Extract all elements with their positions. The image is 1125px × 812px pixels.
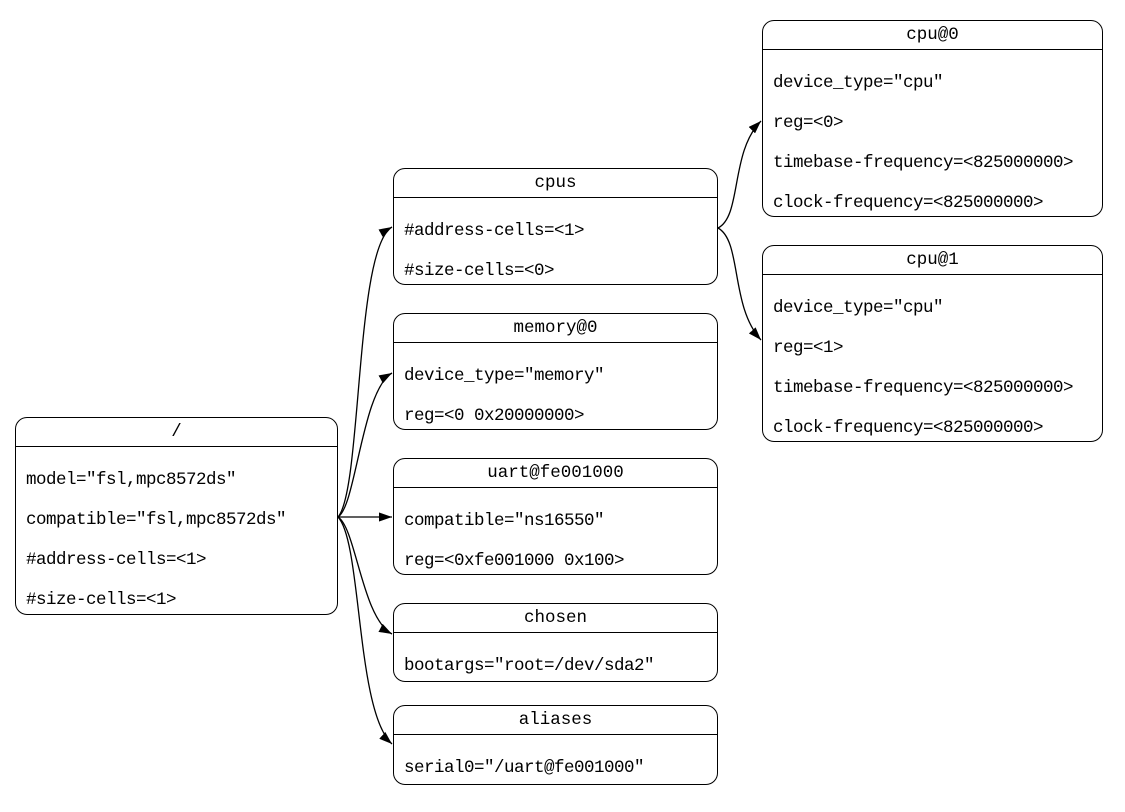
property-line: timebase-frequency=<825000000> — [773, 153, 1074, 173]
node-title: cpu@0 — [763, 21, 1102, 50]
node-memory: memory@0 device_type="memory" reg=<0 0x20… — [393, 313, 718, 430]
property-line: timebase-frequency=<825000000> — [773, 378, 1074, 398]
edge-root-chosen — [337, 516, 393, 635]
node-title: / — [16, 418, 337, 447]
node-title: aliases — [394, 706, 717, 735]
property-line: compatible="fsl,mpc8572ds" — [26, 510, 287, 530]
node-aliases: aliases serial0="/uart@fe001000" — [393, 705, 718, 785]
property-line: compatible="ns16550" — [404, 511, 605, 531]
node-uart: uart@fe001000 compatible="ns16550" reg=<0… — [393, 458, 718, 575]
property-line: clock-frequency=<825000000> — [773, 193, 1044, 213]
node-properties: compatible="ns16550" reg=<0xfe001000 0x10… — [394, 487, 717, 581]
node-chosen: chosen bootargs="root=/dev/sda2" — [393, 603, 718, 682]
node-properties: device_type="cpu" reg=<0> timebase-frequen… — [763, 49, 1102, 223]
node-properties: model="fsl,mpc8572ds" compatible="fsl,mpc… — [16, 446, 337, 620]
property-line: reg=<1> — [773, 338, 844, 358]
property-line: #size-cells=<0> — [404, 261, 555, 281]
property-line: reg=<0 0x20000000> — [404, 406, 585, 426]
property-line: serial0="/uart@fe001000" — [404, 758, 645, 778]
edge-root-cpus — [337, 226, 393, 518]
node-title: chosen — [394, 604, 717, 633]
edge-cpus-cpu1 — [717, 227, 762, 341]
node-properties: #address-cells=<1> #size-cells=<0> — [394, 197, 717, 291]
property-line: model="fsl,mpc8572ds" — [26, 470, 237, 490]
node-title: memory@0 — [394, 314, 717, 343]
edge-root-memory — [337, 372, 393, 518]
node-title: cpu@1 — [763, 246, 1102, 275]
property-line: reg=<0> — [773, 113, 844, 133]
property-line: #address-cells=<1> — [404, 221, 585, 241]
node-title: cpus — [394, 169, 717, 198]
node-cpu1: cpu@1 device_type="cpu" reg=<1> timebase-f… — [762, 245, 1103, 442]
property-line: device_type="memory" — [404, 366, 605, 386]
node-root: / model="fsl,mpc8572ds" compatible="fsl,m… — [15, 417, 338, 615]
node-properties: device_type="cpu" reg=<1> timebase-frequen… — [763, 274, 1102, 448]
property-line: clock-frequency=<825000000> — [773, 418, 1044, 438]
node-cpus: cpus #address-cells=<1> #size-cells=<0> — [393, 168, 718, 285]
property-line: reg=<0xfe001000 0x100> — [404, 551, 625, 571]
property-line: #address-cells=<1> — [26, 550, 207, 570]
node-cpu0: cpu@0 device_type="cpu" reg=<0> timebase-f… — [762, 20, 1103, 217]
property-line: #size-cells=<1> — [26, 590, 177, 610]
edge-cpus-cpu0 — [717, 120, 762, 229]
node-properties: serial0="/uart@fe001000" — [394, 734, 717, 788]
property-line: device_type="cpu" — [773, 298, 944, 318]
edge-root-aliases — [337, 516, 393, 745]
property-line: device_type="cpu" — [773, 73, 944, 93]
node-properties: bootargs="root=/dev/sda2" — [394, 632, 717, 686]
property-line: bootargs="root=/dev/sda2" — [404, 656, 655, 676]
node-title: uart@fe001000 — [394, 459, 717, 488]
node-properties: device_type="memory" reg=<0 0x20000000> — [394, 342, 717, 436]
